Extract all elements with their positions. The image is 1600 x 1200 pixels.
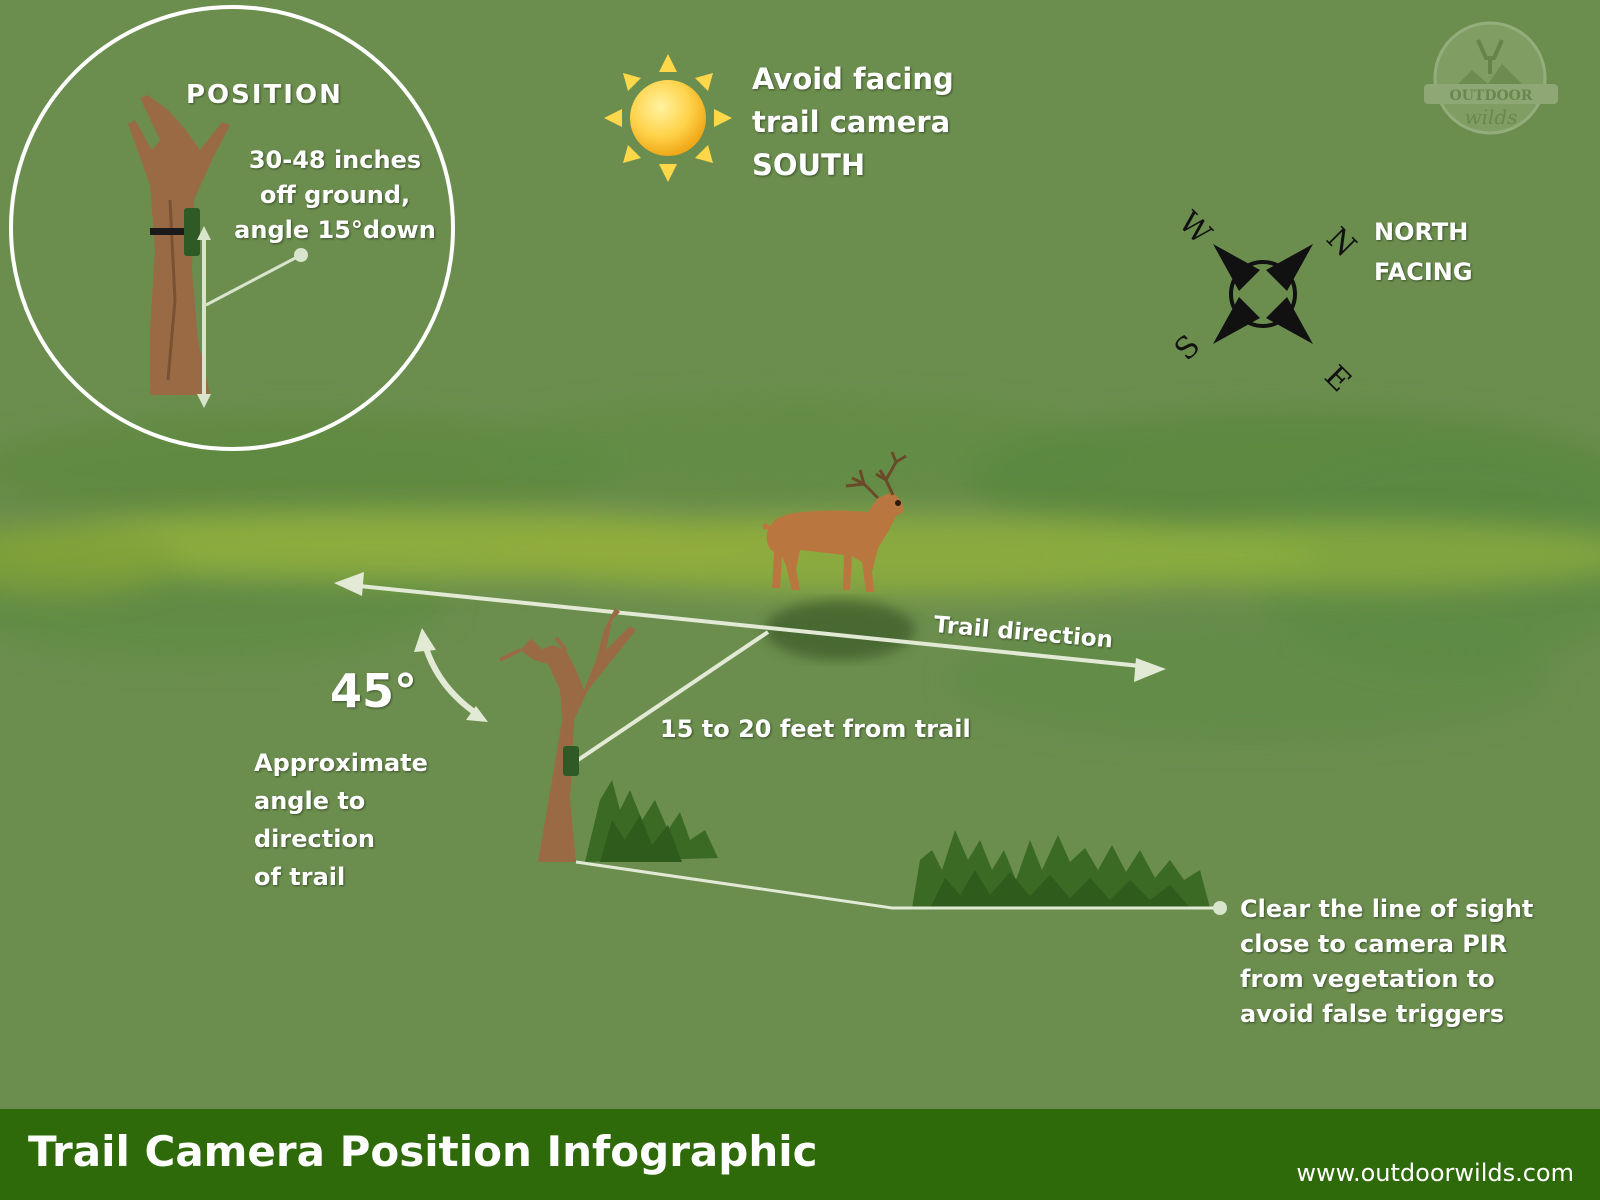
outdoorwilds-logo: OUTDOOR wilds: [1424, 21, 1558, 135]
vegetation-leader: [575, 860, 1227, 915]
angle-note: Approximate angle to direction of trail: [254, 744, 428, 896]
north-label-line: FACING: [1374, 258, 1473, 286]
vegetation-note-line: close to camera PIR: [1240, 930, 1508, 958]
distance-line: [576, 630, 770, 762]
angle-note-line: angle to: [254, 787, 366, 815]
distance-label: 15 to 20 feet from trail: [660, 715, 971, 743]
deer-shadow: [765, 600, 915, 660]
vegetation-note-line: from vegetation to: [1240, 965, 1495, 993]
angle-arc-arrow: [414, 628, 488, 722]
angle-note-line: Approximate: [254, 749, 428, 777]
sun-note: Avoid facing trail camera SOUTH: [752, 58, 954, 187]
footer-bar: Trail Camera Position Infographic www.ou…: [0, 1109, 1600, 1200]
website-url: www.outdoorwilds.com: [1296, 1159, 1574, 1187]
height-note: 30-48 inches off ground, angle 15°down: [222, 143, 448, 248]
north-facing-label: NORTH FACING: [1374, 212, 1473, 292]
angle-note-line: direction: [254, 825, 376, 853]
sun-note-line: Avoid facing: [752, 62, 954, 96]
page-title: Trail Camera Position Infographic: [28, 1127, 818, 1176]
trail-path: [0, 510, 1600, 595]
height-note-line: 30-48 inches: [248, 146, 422, 174]
inset-camera-icon: [184, 208, 200, 256]
logo-script: wilds: [1465, 105, 1518, 129]
deer-illustration: [762, 451, 907, 592]
trail-direction-arrow: [334, 572, 1166, 682]
bush-near-tree: [585, 780, 718, 862]
angle-note-line: of trail: [254, 863, 346, 891]
height-note-line: off ground,: [259, 181, 411, 209]
trail-camera-icon: [563, 746, 579, 776]
angle-value: 45°: [330, 664, 418, 718]
vegetation-bushes: [912, 830, 1210, 908]
inset-title: POSITION: [186, 80, 343, 110]
north-label-line: NORTH: [1374, 218, 1469, 246]
camera-strap: [150, 228, 190, 235]
sun-note-line: SOUTH: [752, 148, 866, 182]
vegetation-note-line: avoid false triggers: [1240, 1000, 1505, 1028]
vegetation-note: Clear the line of sight close to camera …: [1240, 892, 1533, 1032]
vegetation-note-line: Clear the line of sight: [1240, 895, 1534, 923]
logo-text: OUTDOOR: [1450, 88, 1533, 104]
height-note-line: angle 15°down: [234, 216, 436, 244]
camera-tree-icon: [499, 608, 636, 862]
position-inset: [9, 5, 455, 451]
height-leader: [205, 253, 302, 307]
sun-note-line: trail camera: [752, 105, 951, 139]
sun-icon: [604, 54, 732, 182]
